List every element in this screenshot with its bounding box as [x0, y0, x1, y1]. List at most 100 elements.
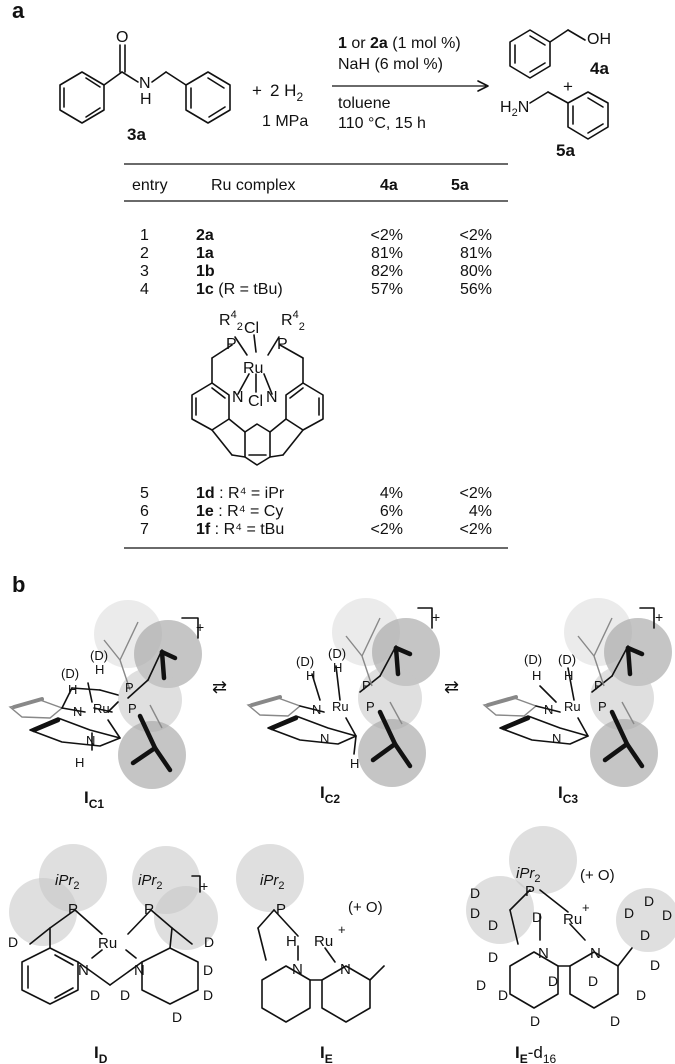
ied-d-7: D	[640, 927, 650, 943]
ic3-label: IC3	[558, 783, 578, 806]
ic2-d1: (D)	[296, 654, 314, 669]
header-5a: 5a	[451, 177, 469, 194]
structure-id	[9, 844, 218, 1005]
hydroxyl-label: OH	[587, 31, 611, 48]
table-row-yield-5a-2: 81%	[460, 245, 492, 262]
table-row-yield-5a-5: <2%	[460, 485, 492, 502]
amide-oxygen-label: O	[116, 29, 128, 46]
ie-charge: +	[338, 922, 346, 937]
ied-d-2: D	[470, 905, 480, 921]
ied-d-15: D	[636, 987, 646, 1003]
table-row-entry-5: 5	[140, 485, 149, 502]
table-row-yield-5a-1: <2%	[460, 227, 492, 244]
product-plus-sign: +	[563, 77, 573, 96]
table-row-yield-4a-4: 57%	[371, 281, 403, 298]
table-row-yield-4a-7: <2%	[371, 521, 403, 538]
ie-p: P	[276, 901, 286, 918]
table-row-entry-6: 6	[140, 503, 149, 520]
ie-ipr: iPr2	[260, 872, 284, 892]
panel-b-label: b	[12, 572, 25, 597]
complex-p-left: P	[226, 336, 237, 353]
ied-d-4: D	[624, 905, 634, 921]
compound-4a-label: 4a	[590, 59, 609, 78]
ied-ru: Ru	[563, 911, 582, 928]
id-ipr-right: iPr2	[138, 872, 162, 892]
reactant-plus-sign: +	[252, 81, 262, 100]
ied-n-right: N	[590, 945, 601, 962]
ic1-n2: N	[86, 733, 95, 748]
compound-5a-label: 5a	[556, 141, 575, 160]
id-label: ID	[94, 1043, 108, 1064]
ic2-p2: P	[366, 699, 375, 714]
ic1-ru: Ru	[93, 701, 110, 716]
id-d3: D	[90, 987, 100, 1003]
product-4a-structure	[509, 29, 586, 79]
ied-p: P	[525, 883, 535, 900]
ic3-p1: P	[594, 678, 603, 693]
id-ru: Ru	[98, 935, 117, 952]
ic3-n2: N	[552, 731, 561, 746]
table-row-complex-1: 2a	[196, 227, 214, 244]
ic2-n1: N	[312, 702, 321, 717]
pincer-complex-structure	[191, 334, 324, 466]
ic1-h3: H	[75, 755, 84, 770]
amine-label: H2N	[500, 99, 529, 119]
id-p-left: P	[68, 901, 78, 918]
condition-catalyst: 1 or 2a (1 mol %)	[338, 35, 461, 52]
table-row-yield-4a-1: <2%	[371, 227, 403, 244]
amide-nitrogen-label: N	[139, 75, 151, 92]
ied-d-13: D	[588, 973, 598, 989]
ic1-d2: (D)	[90, 648, 108, 663]
id-n-right: N	[134, 962, 145, 979]
structure-ic2	[246, 598, 440, 787]
panel-a-label: a	[12, 0, 25, 23]
id-charge: +	[200, 878, 208, 894]
ied-ipr: iPr2	[516, 865, 540, 885]
ic1-p1: P	[125, 680, 134, 695]
reaction-arrowhead	[477, 80, 489, 92]
ic1-h1: H	[68, 682, 77, 697]
pressure-label: 1 MPa	[262, 113, 308, 130]
equilibrium-arrow-1: ⇄	[212, 677, 227, 697]
ic2-d2: (D)	[328, 646, 346, 661]
table-row-yield-4a-3: 82%	[371, 263, 403, 280]
ied-n-left: N	[538, 945, 549, 962]
ie-h: H	[286, 933, 297, 950]
complex-p-right: P	[277, 336, 288, 353]
complex-n-right: N	[266, 389, 278, 406]
id-n-left: N	[78, 962, 89, 979]
complex-n-left: N	[232, 389, 244, 406]
ied-d-3: D	[488, 917, 498, 933]
condition-solvent: toluene	[338, 95, 391, 112]
table-row-yield-5a-6: 4%	[469, 503, 492, 520]
ie-label: IE	[320, 1043, 333, 1064]
ic2-n2: N	[320, 731, 329, 746]
ie-n-left: N	[292, 961, 303, 978]
ied-d-11: D	[530, 1013, 540, 1029]
ic1-d1: (D)	[61, 666, 79, 681]
ie-plus-o: (+ O)	[348, 899, 383, 916]
table-row-yield-4a-5: 4%	[380, 485, 403, 502]
ic1-p2: P	[128, 701, 137, 716]
ic3-n1: N	[544, 702, 553, 717]
structure-ie	[236, 844, 385, 1023]
ic1-charge: +	[196, 619, 204, 635]
id-ipr-left: iPr2	[55, 872, 79, 892]
ic2-label: IC2	[320, 783, 340, 806]
table-row-yield-5a-7: <2%	[460, 521, 492, 538]
ied-plus-o: (+ O)	[580, 867, 615, 884]
amide-hydrogen-label: H	[140, 91, 152, 108]
table-row-entry-4: 4	[140, 281, 149, 298]
ied-d-12: D	[548, 973, 558, 989]
ied-d-9: D	[498, 987, 508, 1003]
complex-r4-left: R42	[219, 309, 243, 333]
table-row-complex-6: 1e : R⁴ = Cy	[196, 503, 283, 520]
ied-d-5: D	[644, 893, 654, 909]
ied-d-16: D	[650, 957, 660, 973]
ic3-d1: (D)	[524, 652, 542, 667]
condition-temperature: 110 °C, 15 h	[338, 115, 426, 132]
reactant-3a-structure	[59, 44, 231, 124]
table-row-entry-2: 2	[140, 245, 149, 262]
